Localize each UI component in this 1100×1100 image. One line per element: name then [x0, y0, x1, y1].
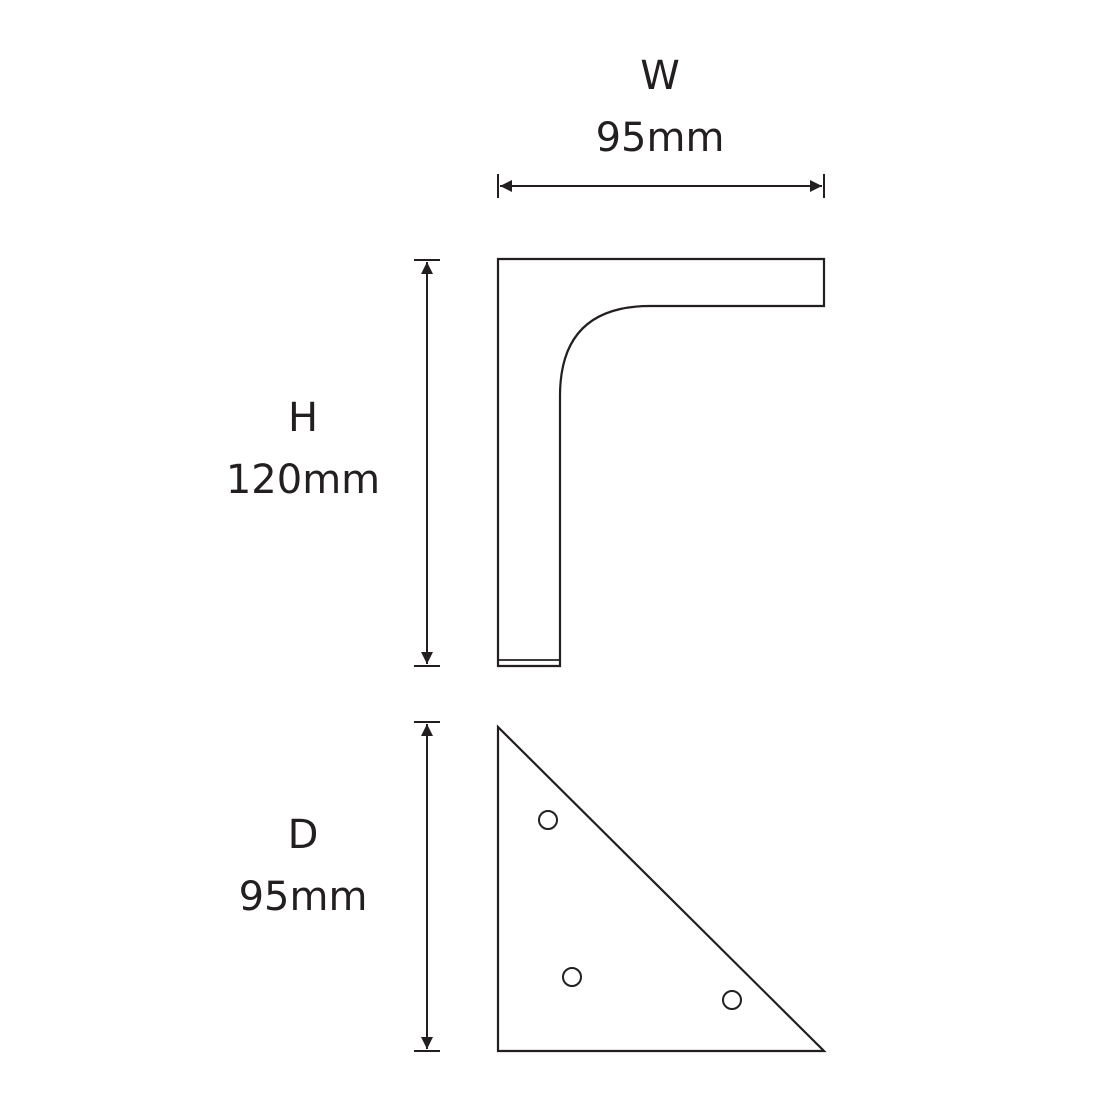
height-letter: H: [287, 395, 319, 441]
screw-hole-2: [562, 967, 582, 987]
screw-hole-1: [538, 810, 558, 830]
width-dimension-line: [497, 174, 825, 198]
leg-side-view: [496, 257, 826, 668]
width-label: W 95mm: [560, 56, 760, 158]
width-value: 95mm: [595, 115, 725, 161]
depth-dimension-line: [414, 721, 440, 1052]
height-label: H 120mm: [203, 398, 403, 500]
depth-label: D 95mm: [203, 815, 403, 917]
height-dimension-line: [414, 259, 440, 667]
width-letter: W: [640, 53, 680, 99]
mounting-plate-top-view: [496, 724, 827, 1053]
screw-hole-3: [722, 990, 742, 1010]
depth-letter: D: [287, 812, 319, 858]
depth-value: 95mm: [238, 874, 368, 920]
height-value: 120mm: [225, 457, 381, 503]
